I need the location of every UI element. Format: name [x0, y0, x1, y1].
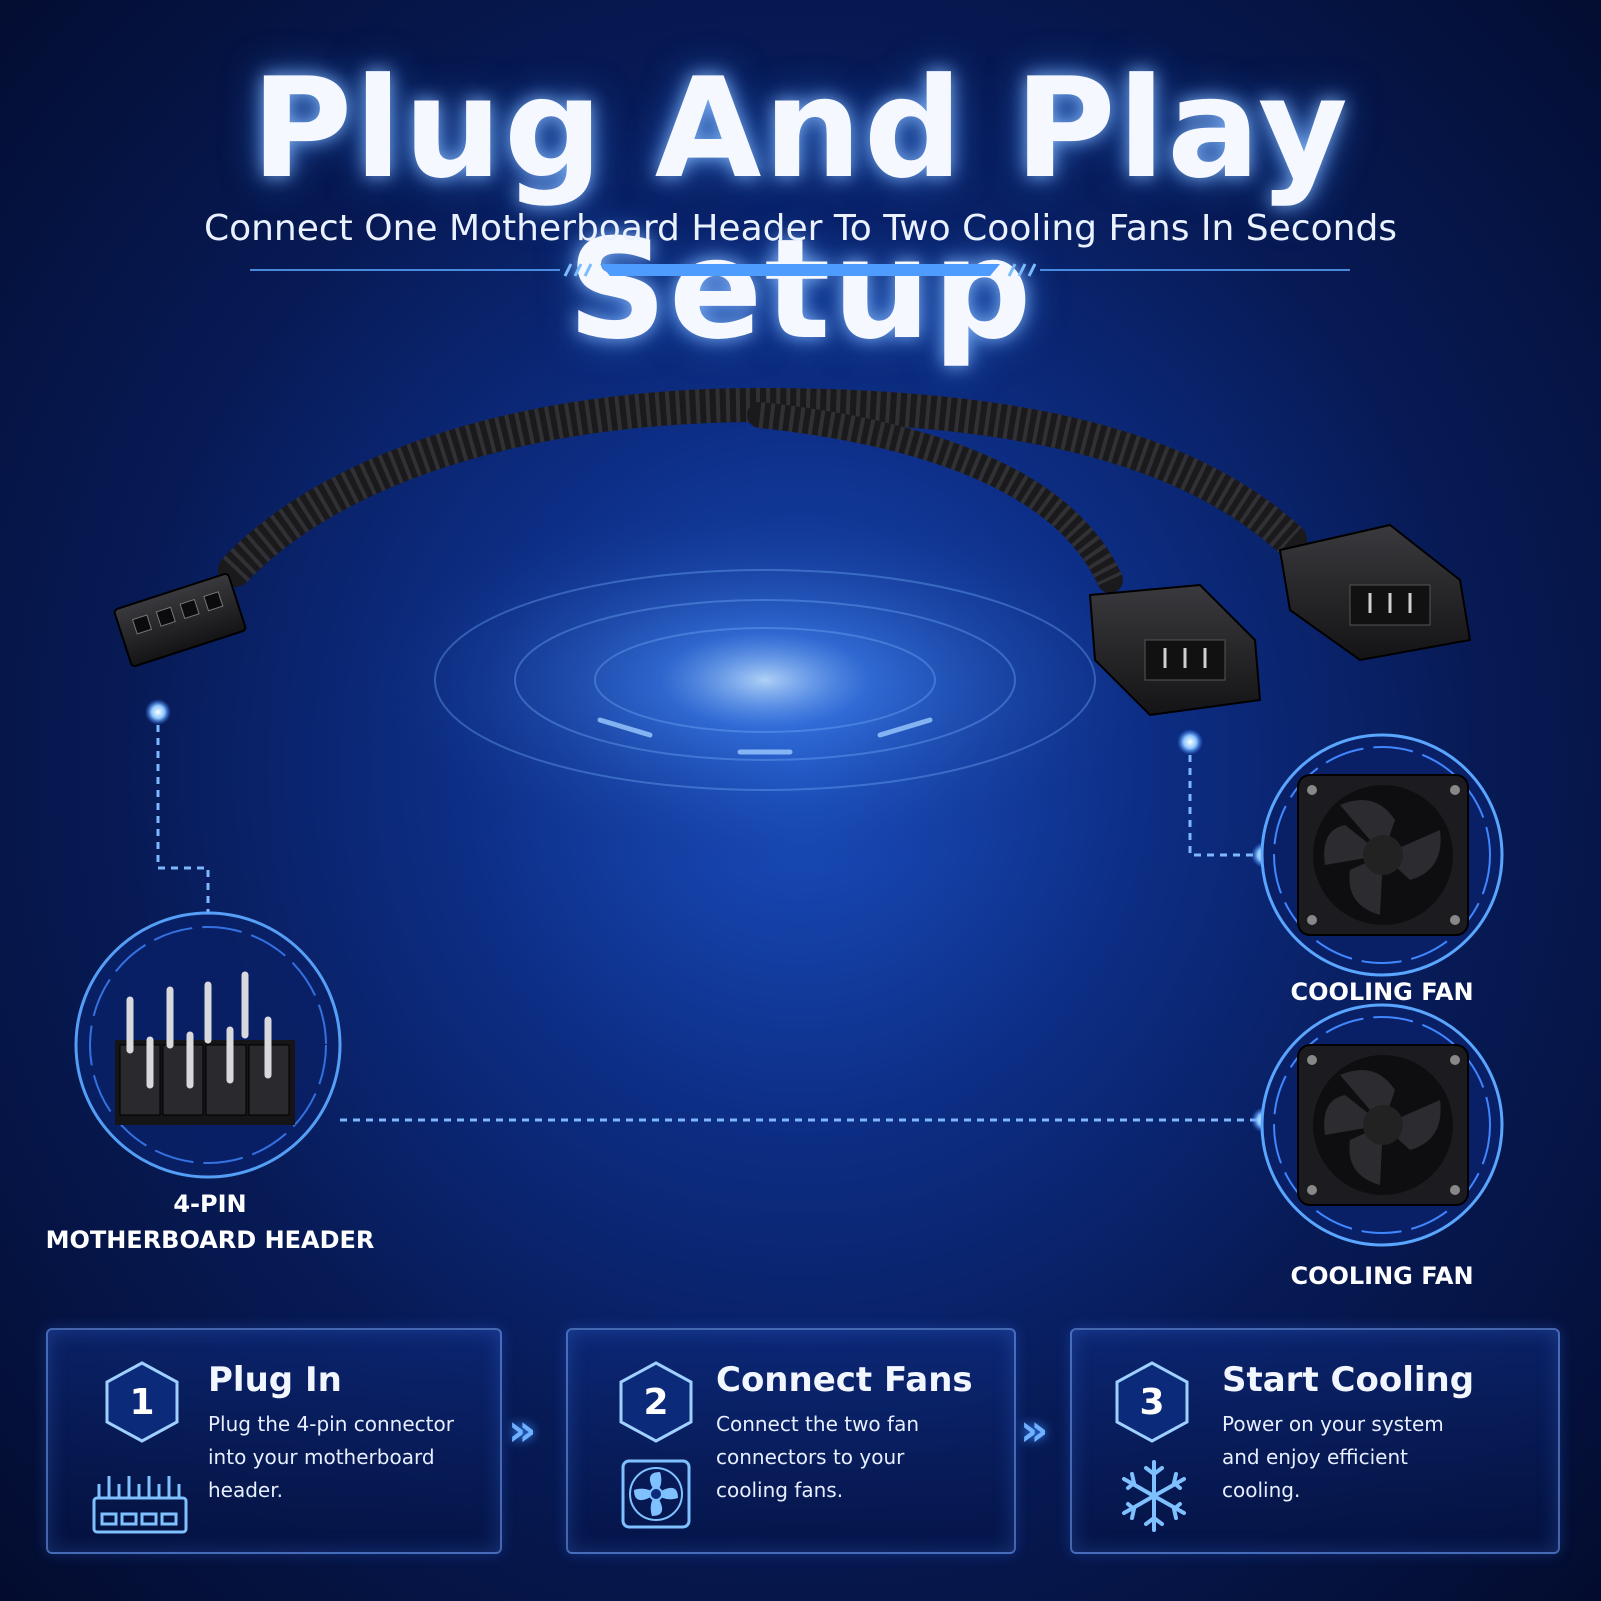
step-number-badge-1: 1	[105, 1361, 179, 1443]
step-text-3: Power on your system and enjoy efficient…	[1222, 1408, 1444, 1507]
step-text-1: Plug the 4-pin connector into your mothe…	[208, 1408, 500, 1507]
motherboard-label-line2: MOTHERBOARD HEADER	[45, 1226, 375, 1254]
step-number-badge-3: 3	[1115, 1361, 1189, 1443]
step-title-2: Connect Fans	[716, 1360, 973, 1400]
header-pins-icon	[92, 1476, 188, 1534]
step-number-2: 2	[643, 1382, 668, 1423]
step-text-3-line-3: cooling.	[1222, 1478, 1301, 1502]
cooling-fan-graphic-2	[1260, 1003, 1504, 1247]
page-title: Plug And Play Setup	[251, 48, 1350, 370]
fan-icon	[621, 1459, 691, 1529]
step-text-2: Connect the two fan connectors to your c…	[716, 1408, 919, 1507]
step-title-1: Plug In	[208, 1360, 342, 1400]
step-text-1-line-1: Plug the 4-pin connector	[208, 1412, 454, 1436]
step-text-3-line-1: Power on your system	[1222, 1412, 1444, 1436]
title-divider	[250, 263, 1350, 277]
fan-connector-2	[1278, 523, 1472, 662]
step-card-2: 2 Connect Fans Connect the two fan conne…	[566, 1328, 1016, 1554]
snowflake-icon	[1122, 1460, 1186, 1532]
step-arrow-1: »	[508, 1405, 537, 1456]
step-number-badge-2: 2	[619, 1361, 693, 1443]
page-subtitle: Connect One Motherboard Header To Two Co…	[203, 208, 1398, 249]
cooling-fan-label-2: COOLING FAN	[1290, 1262, 1474, 1290]
motherboard-header-graphic	[74, 911, 342, 1179]
cable-scene	[74, 387, 1504, 1247]
step-text-1-line-2: into your motherboard header.	[208, 1445, 435, 1502]
cooling-fan-label-1: COOLING FAN	[1290, 978, 1474, 1006]
step-number-3: 3	[1139, 1382, 1164, 1423]
motherboard-label-line1: 4-PIN	[173, 1190, 247, 1218]
motherboard-header-label: 4-PIN MOTHERBOARD HEADER	[40, 1190, 380, 1254]
step-text-2-line-1: Connect the two fan	[716, 1412, 919, 1436]
step-number-1: 1	[129, 1382, 154, 1423]
four-pin-connector	[113, 572, 247, 668]
step-text-2-line-2: connectors to your	[716, 1445, 905, 1469]
step-card-1: 1 Plug In Plug the 4-pin connector into …	[46, 1328, 502, 1554]
cooling-fan-graphic-1	[1260, 733, 1504, 977]
step-text-3-line-2: and enjoy efficient	[1222, 1445, 1408, 1469]
fan-connector-1	[1088, 583, 1262, 717]
step-arrow-2: »	[1020, 1405, 1049, 1456]
step-card-3: 3 Start Cooling Power on your system and…	[1070, 1328, 1560, 1554]
step-text-2-line-3: cooling fans.	[716, 1478, 844, 1502]
step-title-3: Start Cooling	[1222, 1360, 1475, 1400]
center-glow	[345, 490, 1185, 870]
